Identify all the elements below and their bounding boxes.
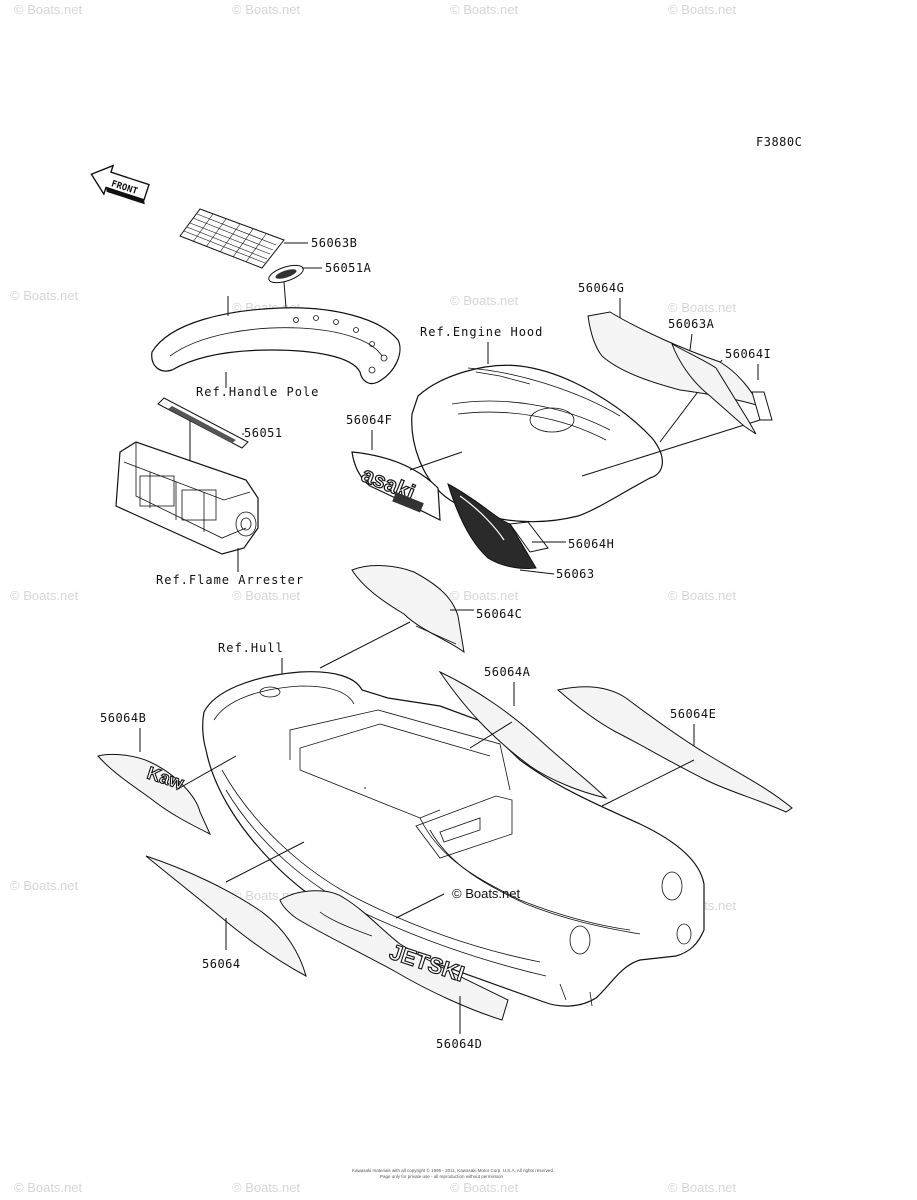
watermark: © Boats.net <box>668 2 737 17</box>
part-56064d-label: 56064D <box>436 1037 482 1051</box>
decal-56064 <box>145 855 307 977</box>
watermark: © Boats.net <box>14 1180 83 1195</box>
watermark: © Boats.net <box>232 1180 301 1195</box>
strip-decal-56051 <box>157 397 249 449</box>
ref-engine-hood: Ref.Engine Hood <box>420 325 543 339</box>
watermark: © Boats.net <box>232 2 301 17</box>
grid-label-56063b <box>179 208 285 269</box>
part-56063b-label: 56063B <box>311 236 357 250</box>
center-watermark: © Boats.net <box>452 886 521 901</box>
front-arrow-icon: FRONT <box>90 164 150 205</box>
part-56063-label: 56063 <box>556 567 595 581</box>
watermark: © Boats.net <box>450 1180 519 1195</box>
watermark: © Boats.net <box>14 2 83 17</box>
flame-arrester-part <box>115 441 259 555</box>
part-56064-label: 56064 <box>202 957 241 971</box>
decal-56063 <box>447 482 537 569</box>
part-56064h-label: 56064H <box>568 537 614 551</box>
handle-pole-part <box>151 307 401 385</box>
part-56051a-label: 56051A <box>325 261 372 275</box>
watermark: © Boats.net <box>450 293 519 308</box>
decal-56064h <box>509 521 549 553</box>
engine-hood-part <box>411 364 663 523</box>
part-56064b-label: 56064B <box>100 711 146 725</box>
watermark: © Boats.net <box>10 288 79 303</box>
ref-handle-pole: Ref.Handle Pole <box>196 385 319 399</box>
figure-code: F3880C <box>756 135 802 149</box>
decal-56064c <box>351 565 465 654</box>
ref-flame-arrester: Ref.Flame Arrester <box>156 573 304 587</box>
watermark: © Boats.net <box>668 300 737 315</box>
watermark: © Boats.net <box>10 878 79 893</box>
decal-56064a <box>438 670 608 799</box>
part-56051-label: 56051 <box>244 426 283 440</box>
part-56064c-label: 56064C <box>476 607 522 621</box>
watermark: © Boats.net <box>450 2 519 17</box>
part-56064a-label: 56064A <box>484 665 531 679</box>
part-56064e-label: 56064E <box>670 707 716 721</box>
part-56064f-label: 56064F <box>346 413 392 427</box>
decal-56063a <box>671 342 757 435</box>
decal-56064e <box>556 686 793 813</box>
watermark: © Boats.net <box>232 588 301 603</box>
hull-part <box>202 671 705 1007</box>
decal-56064i <box>751 391 773 421</box>
copyright-line-2: Page only for private use - all reproduc… <box>380 1174 504 1179</box>
ref-hull: Ref.Hull <box>218 641 284 655</box>
copyright-line-1: Kawasaki materials with all copyright © … <box>352 1167 554 1173</box>
watermark: © Boats.net <box>668 588 737 603</box>
emblem-56051a <box>268 264 304 284</box>
watermark: © Boats.net <box>10 588 79 603</box>
part-56063a-label: 56063A <box>668 317 715 331</box>
watermark: © Boats.net <box>668 1180 737 1195</box>
watermark: © Boats.net <box>450 588 519 603</box>
part-56064i-label: 56064I <box>725 347 771 361</box>
part-56064g-label: 56064G <box>578 281 624 295</box>
decal-56064b: Kaw <box>97 753 212 836</box>
